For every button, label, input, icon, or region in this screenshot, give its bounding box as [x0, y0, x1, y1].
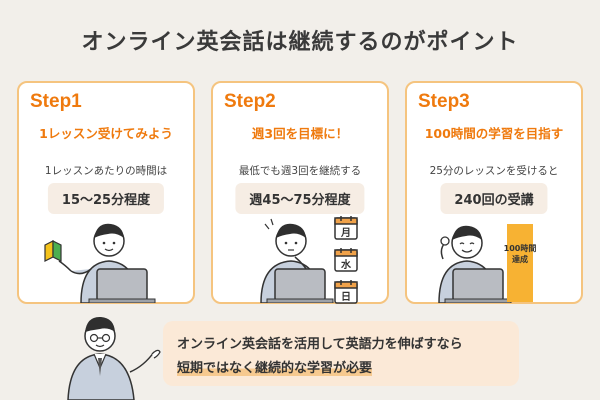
step-label: Step1: [30, 91, 82, 112]
step-heading: 100時間の学習を目指す: [424, 126, 564, 141]
step-highlight: 週45〜75分程度: [235, 183, 365, 214]
thinking-student-illustration: [260, 218, 334, 303]
step-highlight: 15〜25分程度: [47, 183, 165, 214]
beginner-mark-icon: [44, 240, 62, 262]
step-label: Step3: [418, 91, 470, 112]
beginner-student-illustration: [44, 223, 156, 303]
presenter-illustration: [67, 316, 161, 400]
summary-line-2: 短期ではなく継続的な学習が必要: [177, 357, 373, 376]
calendar-day-wed: 水: [341, 260, 351, 271]
step-heading: 1レッスン受けてみよう: [39, 126, 173, 141]
step-card-1: Step1 1レッスン受けてみよう 1レッスンあたりの時間は 15〜25分程度: [17, 81, 195, 304]
step-label: Step2: [224, 91, 276, 112]
step-highlight: 240回の受講: [440, 183, 548, 214]
step-heading: 週3回を目標に！: [251, 126, 349, 141]
step-description: 25分のレッスンを受けると: [429, 165, 559, 177]
calendar-day-sun: 日: [341, 292, 351, 303]
page-title: オンライン英会話は継続するのがポイント: [81, 30, 519, 55]
step-description: 最低でも週3回を継続する: [238, 165, 362, 177]
summary-box: オンライン英会話を活用して英語力を伸ばすなら 短期ではなく継続的な学習が必要: [163, 321, 519, 386]
progress-bar-fill: [507, 224, 533, 302]
calendar-day-mon: 月: [341, 228, 351, 239]
calendar-icon: [334, 248, 358, 272]
step-description: 1レッスンあたりの時間は: [44, 165, 168, 177]
step-card-2: Step2 週3回を目標に！ 最低でも週3回を継続する 週45〜75分程度 月 …: [211, 81, 389, 304]
summary-line-1: オンライン英会話を活用して英語力を伸ばすなら: [177, 337, 463, 352]
step-card-3: Step3 100時間の学習を目指す 25分のレッスンを受けると 240回の受講…: [405, 81, 583, 304]
calendar-icon: [334, 280, 358, 304]
calendar-icon: [334, 216, 358, 240]
progress-bar-label: 100時間 達成: [503, 244, 537, 264]
happy-student-illustration: [438, 225, 512, 303]
